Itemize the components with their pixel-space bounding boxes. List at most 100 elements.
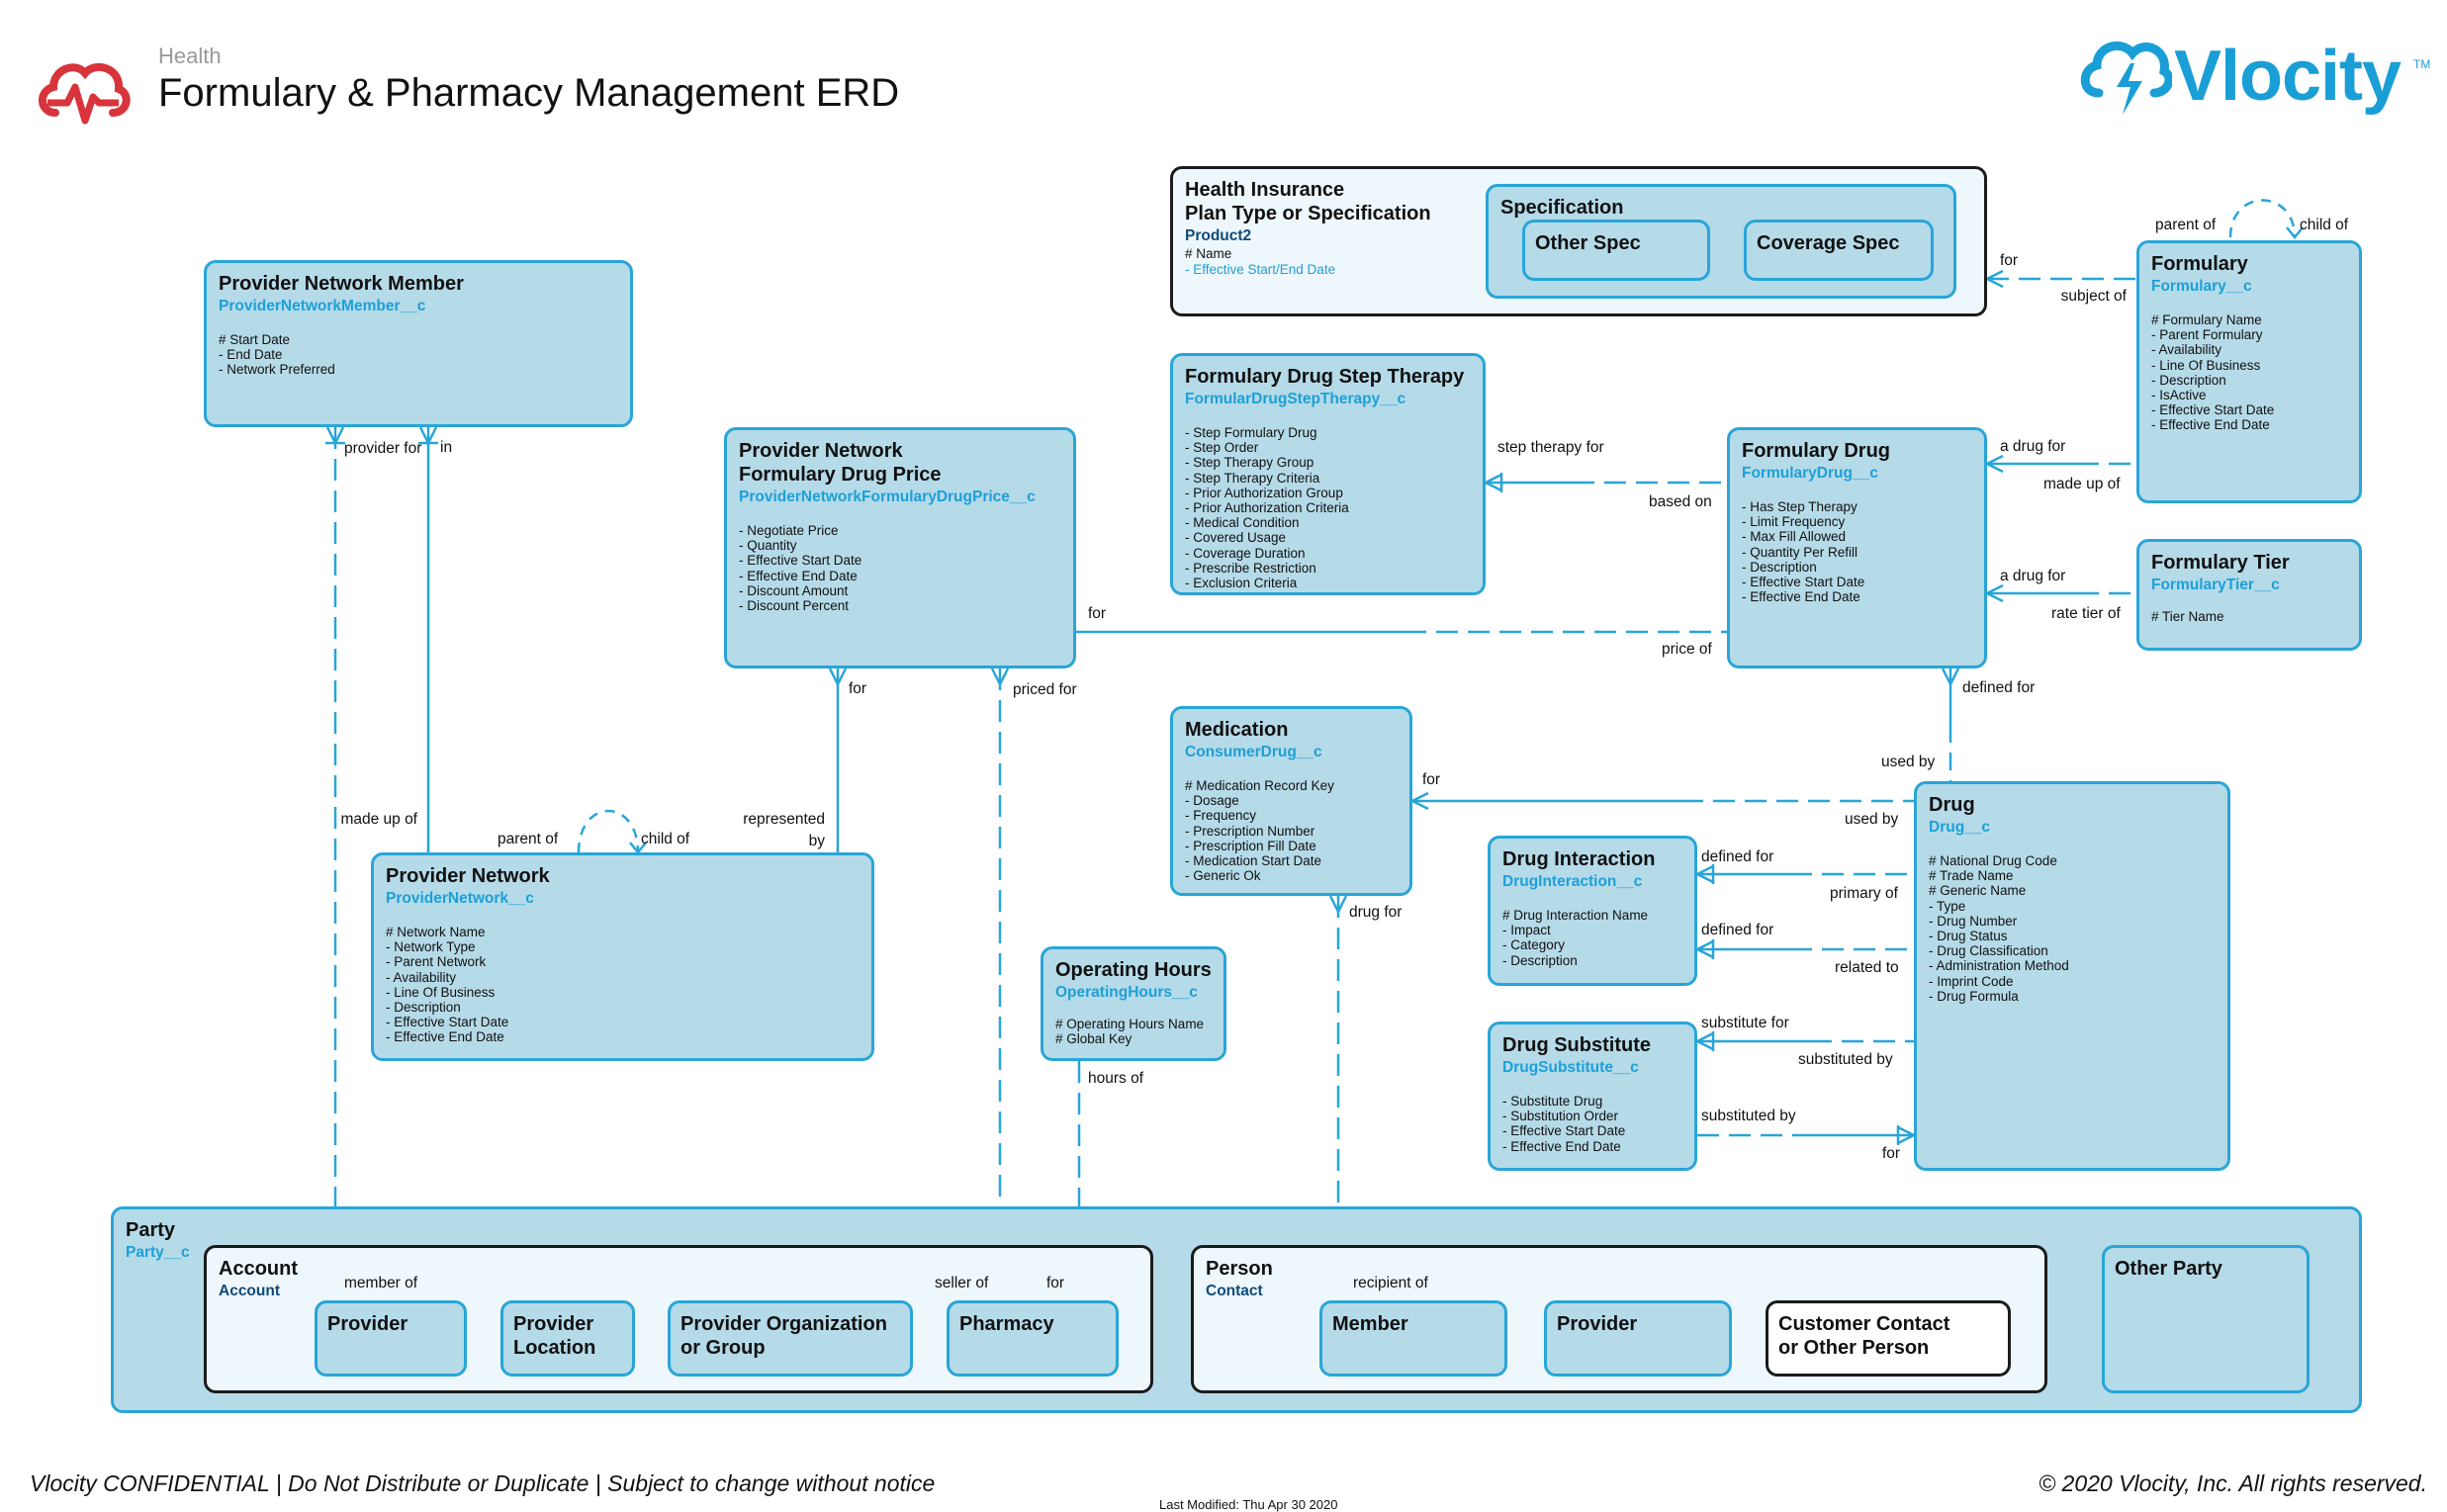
entity-api-name: DrugSubstitute__c: [1502, 1059, 1639, 1076]
subtype-provider-account[interactable]: Provider: [315, 1300, 467, 1377]
rel-label-primary-of: primary of: [1830, 885, 1898, 902]
entity-field: - Negotiate Price: [739, 523, 839, 538]
entity-field: - Medication Start Date: [1185, 853, 1322, 869]
entity-provider-network-member[interactable]: Provider Network Member ProviderNetworkM…: [204, 260, 633, 427]
entity-field: - Parent Formulary: [2151, 327, 2263, 343]
subtype-provider-organization[interactable]: Provider Organization or Group: [668, 1300, 913, 1377]
entity-field: - Quantity Per Refill: [1742, 544, 1858, 560]
rel-label-recipient-of: recipient of: [1353, 1275, 1428, 1291]
pnm-network-crowfoot: [418, 426, 438, 445]
entity-title: Drug: [1929, 794, 1975, 816]
entity-field: - Effective End Date: [1742, 589, 1860, 605]
entity-title: Provider Network: [386, 865, 550, 887]
subtype-member[interactable]: Member: [1319, 1300, 1507, 1377]
entity-field: # Global Key: [1055, 1031, 1133, 1047]
rel-label-formulary-parent-of: parent of: [2155, 217, 2217, 233]
entity-api-name: Account: [219, 1283, 280, 1299]
subtype-other-spec[interactable]: Other Spec: [1522, 220, 1710, 281]
entity-field: - Coverage Duration: [1185, 545, 1306, 561]
med-drug-crowfoot: [1411, 791, 1429, 811]
entity-field: - Effective Start Date: [2151, 402, 2275, 418]
entity-title: Specification: [1500, 197, 1624, 219]
med-member-crowfoot: [1328, 895, 1348, 913]
rel-label-based-on: based on: [1649, 493, 1712, 510]
entity-api-name: ProviderNetworkMember__c: [219, 298, 426, 314]
entity-field: - Discount Amount: [739, 582, 849, 598]
entity-drug-interaction[interactable]: Drug Interaction DrugInteraction__c # Dr…: [1488, 836, 1697, 986]
subtype-label-line2: or Group: [680, 1337, 766, 1359]
entity-field: - Substitute Drug: [1502, 1094, 1603, 1109]
rel-label-subject-of: subject of: [2060, 288, 2127, 305]
entity-field: - Step Therapy Group: [1185, 455, 1314, 471]
entity-field: - Drug Formula: [1929, 988, 2019, 1004]
entity-formulary-drug-step-therapy[interactable]: Formulary Drug Step Therapy FormularDrug…: [1170, 353, 1486, 595]
entity-field: - Prescribe Restriction: [1185, 560, 1316, 576]
brand-wordmark: Vlocity: [2174, 37, 2402, 116]
entity-formulary[interactable]: Formulary Formulary__c # Formulary Name …: [2136, 240, 2362, 503]
subtype-provider-location[interactable]: Provider Location: [500, 1300, 635, 1377]
entity-provider-network-formulary-drug-price[interactable]: Provider Network Formulary Drug Price Pr…: [724, 427, 1076, 668]
entity-medication[interactable]: Medication ConsumerDrug__c # Medication …: [1170, 706, 1412, 896]
entity-field: - Prescription Number: [1185, 823, 1315, 839]
brand-trademark: TM: [2413, 57, 2431, 71]
entity-title: Party: [126, 1219, 176, 1241]
entity-operating-hours[interactable]: Operating Hours OperatingHours__c # Oper…: [1041, 946, 1226, 1061]
subtype-customer-contact[interactable]: Customer Contact or Other Person: [1766, 1300, 2011, 1377]
rel-label-drug-for: drug for: [1349, 904, 1403, 921]
subtype-label: Provider Organization: [680, 1313, 887, 1335]
entity-drug-substitute[interactable]: Drug Substitute DrugSubstitute__c - Subs…: [1488, 1022, 1697, 1171]
entity-field: - Description: [2151, 372, 2226, 388]
entity-api-name: FormularyTier__c: [2151, 577, 2280, 593]
fd-drug-crowfoot: [1941, 667, 1960, 685]
subtype-label: Provider: [513, 1313, 594, 1335]
entity-drug[interactable]: Drug Drug__c # National Drug Code # Trad…: [1914, 781, 2230, 1171]
entity-field: - Description: [1502, 952, 1578, 968]
entity-field: - Parent Network: [386, 954, 487, 970]
entity-field: - Effective End Date: [739, 568, 858, 583]
entity-api-name: OperatingHours__c: [1055, 984, 1198, 1001]
rel-label-a-drug-for-2: a drug for: [2000, 568, 2066, 584]
entity-field: - Substitution Order: [1502, 1109, 1619, 1124]
rel-label-medication-for: for: [1422, 771, 1441, 788]
entity-field: - Prescription Fill Date: [1185, 838, 1316, 853]
entity-other-party[interactable]: Other Party: [2102, 1245, 2310, 1393]
rel-label-price-fd-for: for: [1088, 605, 1107, 622]
rel-label-substituted-by-2: substituted by: [1701, 1108, 1796, 1124]
entity-api-name: FormularyDrug__c: [1742, 465, 1878, 482]
entity-field: - Drug Status: [1929, 929, 2008, 944]
subtype-provider-person[interactable]: Provider: [1544, 1300, 1732, 1377]
rel-label-step-therapy-for: step therapy for: [1497, 439, 1604, 456]
footer-last-modified: Last Modified: Thu Apr 30 2020: [1159, 1497, 1337, 1512]
entity-field: - Dosage: [1185, 793, 1239, 809]
subtype-pharmacy[interactable]: Pharmacy: [947, 1300, 1119, 1377]
subtype-coverage-spec[interactable]: Coverage Spec: [1744, 220, 1934, 281]
entity-api-name: FormularDrugStepTherapy__c: [1185, 391, 1406, 407]
entity-api-name: Formulary__c: [2151, 278, 2252, 295]
entity-api-name: ProviderNetworkFormularyDrugPrice__c: [739, 489, 1036, 505]
rel-label-member-of: member of: [344, 1275, 418, 1291]
entity-field: - Network Type: [386, 939, 476, 955]
entity-field: - Quantity: [739, 538, 797, 554]
footer-copyright: © 2020 Vlocity, Inc. All rights reserved…: [2039, 1470, 2427, 1496]
footer-modified-label: Last Modified:: [1159, 1497, 1239, 1512]
entity-api-name: DrugInteraction__c: [1502, 873, 1643, 890]
entity-field: - Discount Percent: [739, 598, 850, 614]
di-drug2-crowfoot: [1696, 939, 1715, 959]
entity-field: - Covered Usage: [1185, 530, 1287, 546]
entity-field: # National Drug Code: [1929, 853, 2057, 868]
entity-api-name: Party__c: [126, 1244, 190, 1261]
entity-api-name: Contact: [1206, 1283, 1263, 1299]
rel-label-represented-by: represented by: [743, 811, 825, 849]
rel-label-sub-for: for: [1882, 1145, 1901, 1162]
entity-formulary-drug[interactable]: Formulary Drug FormularyDrug__c - Has St…: [1727, 427, 1987, 668]
entity-title: Drug Substitute: [1502, 1034, 1651, 1056]
entity-formulary-tier[interactable]: Formulary Tier FormularyTier__c # Tier N…: [2136, 539, 2362, 651]
entity-title: Drug Interaction: [1502, 848, 1656, 870]
entity-field: - Effective Start Date: [1742, 575, 1865, 590]
rel-label-pharmacy-for: for: [1046, 1275, 1065, 1291]
entity-provider-network[interactable]: Provider Network ProviderNetwork__c # Ne…: [371, 852, 874, 1061]
entity-title: Provider Network: [739, 440, 903, 462]
rel-label-substitute-for: substitute for: [1701, 1015, 1789, 1031]
entity-field: - Category: [1502, 937, 1566, 953]
entity-field: # Name: [1185, 246, 1232, 261]
